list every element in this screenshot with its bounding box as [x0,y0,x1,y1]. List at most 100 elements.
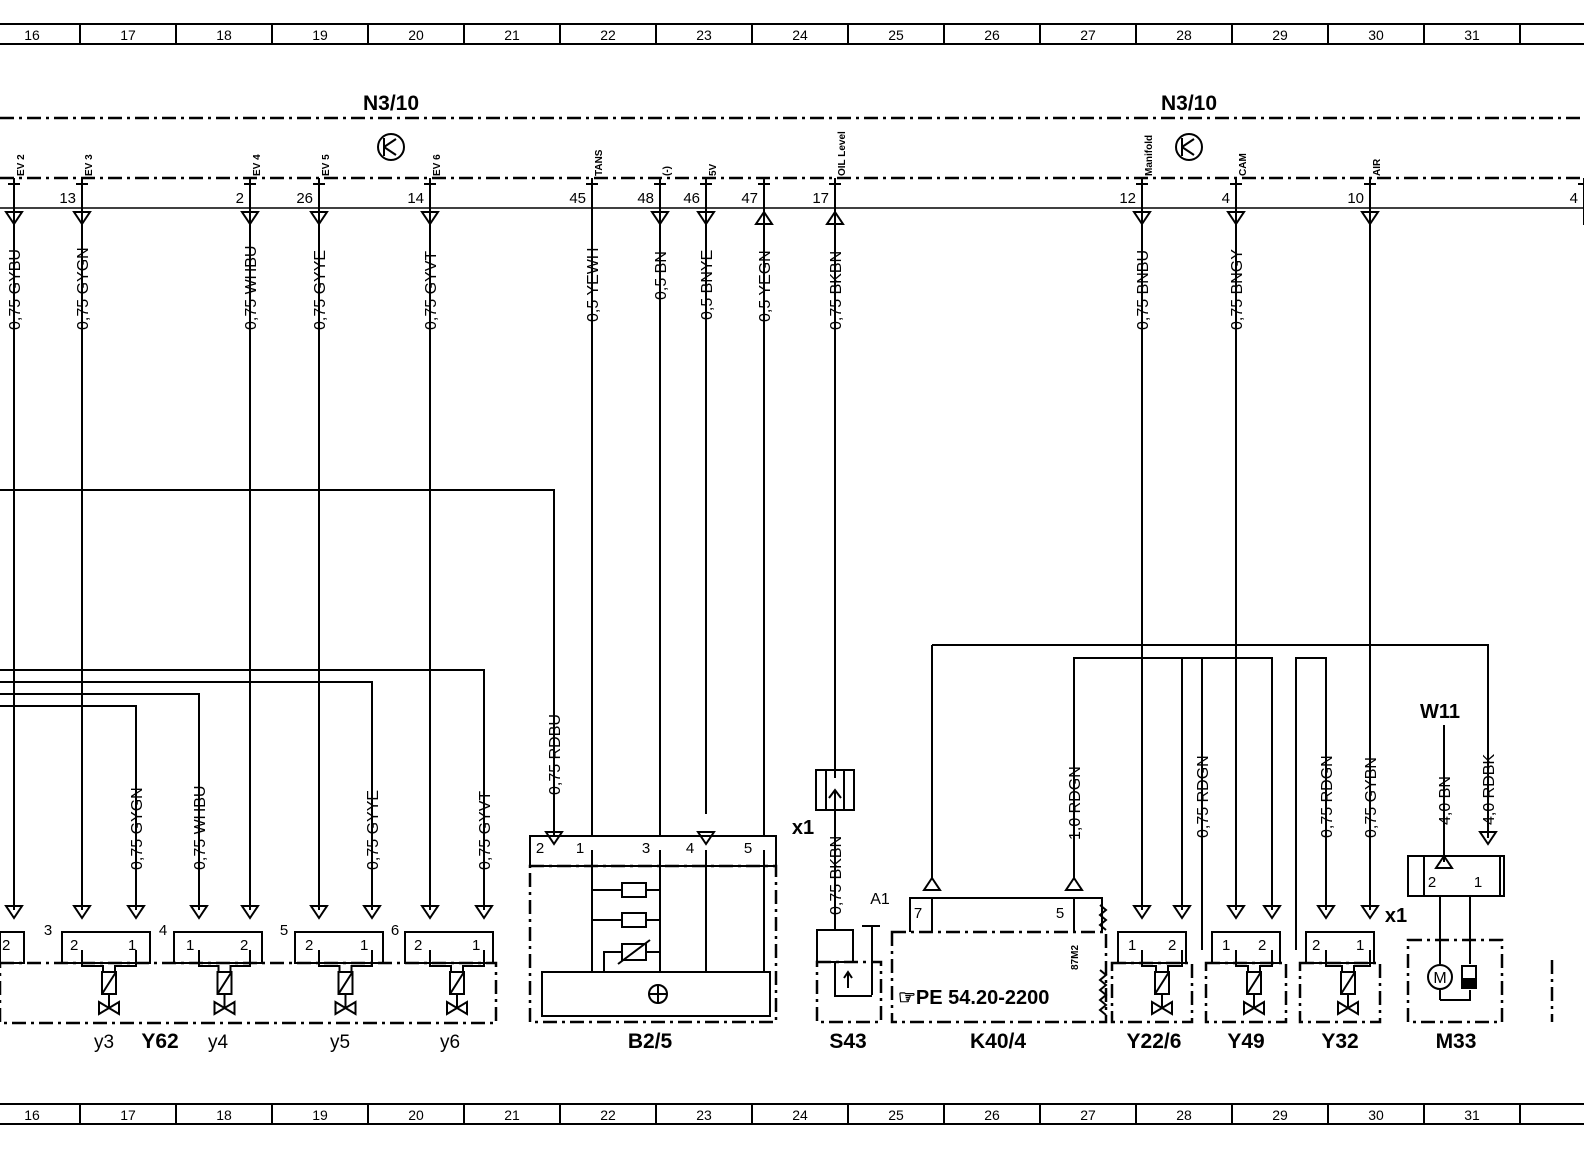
arrow-marker [420,905,440,920]
column-number: 24 [792,1107,808,1123]
valve-wiring [429,950,485,972]
column-number: 22 [600,27,616,43]
connector-pin: 48(-) [637,166,673,226]
component-label-y49: Y49 [1227,1030,1264,1053]
pin-number: 17 [812,190,829,207]
pin-number: 46 [683,190,700,207]
solenoid-valve-icon [98,971,120,1016]
solenoid-valve-icon [1151,971,1173,1016]
wire-label: 0,75 GYVT [423,251,440,330]
column-number: 29 [1272,1107,1288,1123]
sensor-icon [648,984,668,1004]
column-number: 16 [24,27,40,43]
pin-signal: 5V [708,163,719,176]
motor-icon [1427,964,1453,990]
valve-pin: 1 [128,937,136,954]
pin-number: 4 [1222,190,1230,207]
column-number: 19 [312,27,328,43]
column-number: 27 [1080,27,1096,43]
pin-number: 2 [236,190,244,207]
b25-pin: 2 [536,840,544,857]
wire-label: 0,75 GYYE [312,250,329,330]
y62-group-number: 3 [44,922,52,939]
column-number: 26 [984,27,1000,43]
valve-pin: 2 [414,937,422,954]
arrow-marker [1262,905,1282,920]
m33-motor [1406,855,1505,1024]
valve-pin: 1 [1222,937,1230,954]
lower-wire-labels: 0,75 GYGN 0,75 WHBU 0,75 GYYE 0,75 GYVT … [129,714,1498,915]
component-label-b25: B2/5 [628,1030,673,1053]
column-number: 31 [1464,27,1480,43]
valve-pin: 2 [305,937,313,954]
column-number: 18 [216,27,232,43]
pin-signal: EV 2 [16,154,27,176]
wire-label: 0,75 WHBU [243,246,260,330]
arrow-marker [362,905,382,920]
arrow-marker [4,905,24,920]
component-label-m33: M33 [1436,1030,1477,1053]
y62-connectors [0,931,494,964]
arrow-marker [544,831,564,846]
valve-pin: 1 [1356,937,1364,954]
pin-signal: AIR [1372,158,1383,176]
valve-label-y3: y3 [94,1032,114,1053]
y62-group-number: 5 [280,922,288,939]
wire-label: 0,5 BNYE [699,250,716,320]
component-label-y226: Y22/6 [1127,1030,1182,1053]
m33-pin-2: 2 [1428,874,1436,891]
column-number: 30 [1368,27,1384,43]
column-number: 25 [888,27,904,43]
k40-pin-7: 7 [914,905,922,922]
column-number: 17 [120,27,136,43]
x1-label-m33: x1 [1385,905,1407,927]
component-label-y62: Y62 [141,1030,178,1053]
transistor-icon [377,133,405,161]
solenoid-valve-icon [334,971,357,1016]
wire-label: 0,75 BKBN [828,251,845,330]
wire-label: 0,75 RDGN [1319,755,1336,838]
column-number: 25 [888,1107,904,1123]
valve-pin: 1 [1128,937,1136,954]
component-label-y32: Y32 [1321,1030,1358,1053]
valve-housing [1204,931,1288,1024]
wire-label: 0,75 RDGN [1195,755,1212,838]
valve-pin: 2 [1258,937,1266,954]
arrow-marker [189,905,209,920]
column-number: 31 [1464,1107,1480,1123]
wire-label: 0,5 YEGN [757,250,774,322]
arrow-marker [1434,854,1454,869]
column-number: 21 [504,1107,520,1123]
wire-label: 0,75 GYYE [365,790,382,870]
wire-label: 0,75 BNGY [1229,249,1246,330]
solenoid-valve-icon [213,971,236,1016]
valve-pin: 2 [240,937,248,954]
top-column-numbers: 16 17 18 19 20 21 22 23 24 25 26 27 28 2… [24,27,1480,43]
s43-switch [815,925,883,1024]
solenoid-valve-icon [1243,971,1265,1016]
valve-label-y6: y6 [440,1032,460,1053]
connector-pin: 2EV 4 [236,154,263,226]
b25-pin: 5 [744,840,752,857]
valve-pin: 1 [186,937,194,954]
motor-symbol: M [1433,970,1446,987]
component-label-s43: S43 [829,1030,866,1053]
arrow-marker [240,905,260,920]
valve-wiring [198,950,251,972]
wire-label: 4,0 RDBK [1481,754,1498,825]
column-number: 20 [408,27,424,43]
solenoid-valve-icon [446,971,468,1016]
pin-signal: EV 6 [432,154,443,176]
wire-whbu-low [0,693,200,910]
pin-number: 4 [1570,190,1578,207]
pin-signal: TANS [594,149,605,176]
control-unit-boundary [0,116,1584,180]
valve-wiring [318,950,373,972]
valve-pin: 1 [472,937,480,954]
